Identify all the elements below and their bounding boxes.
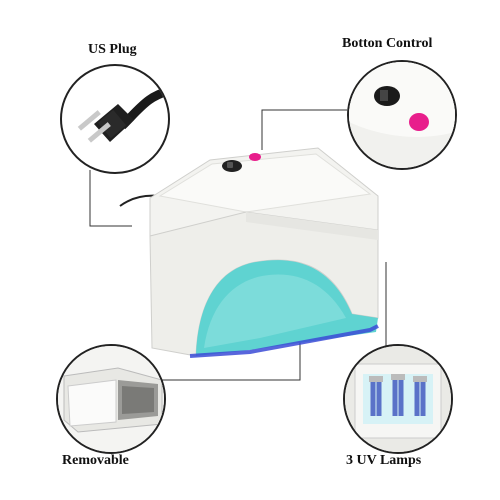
botton-control-callout xyxy=(347,60,457,170)
plug-icon xyxy=(77,86,168,143)
power-switch-icon xyxy=(222,160,242,172)
us-plug-label: US Plug xyxy=(88,42,137,57)
uv-lamps-label: 3 UV Lamps xyxy=(346,453,422,468)
power-switch-icon xyxy=(374,86,400,106)
drawer-icon xyxy=(58,346,164,452)
us-plug-callout xyxy=(60,64,170,174)
pink-button-icon xyxy=(249,153,261,161)
botton-control-label: Botton Control xyxy=(342,36,433,51)
uv-lamp-device xyxy=(149,147,379,358)
removable-callout xyxy=(56,344,166,454)
removable-label: Removable xyxy=(62,453,129,468)
uv-lamp-icon xyxy=(345,346,451,452)
uv-lamps-callout xyxy=(343,344,453,454)
button-closeup xyxy=(349,62,455,168)
pink-button-icon xyxy=(409,113,429,131)
